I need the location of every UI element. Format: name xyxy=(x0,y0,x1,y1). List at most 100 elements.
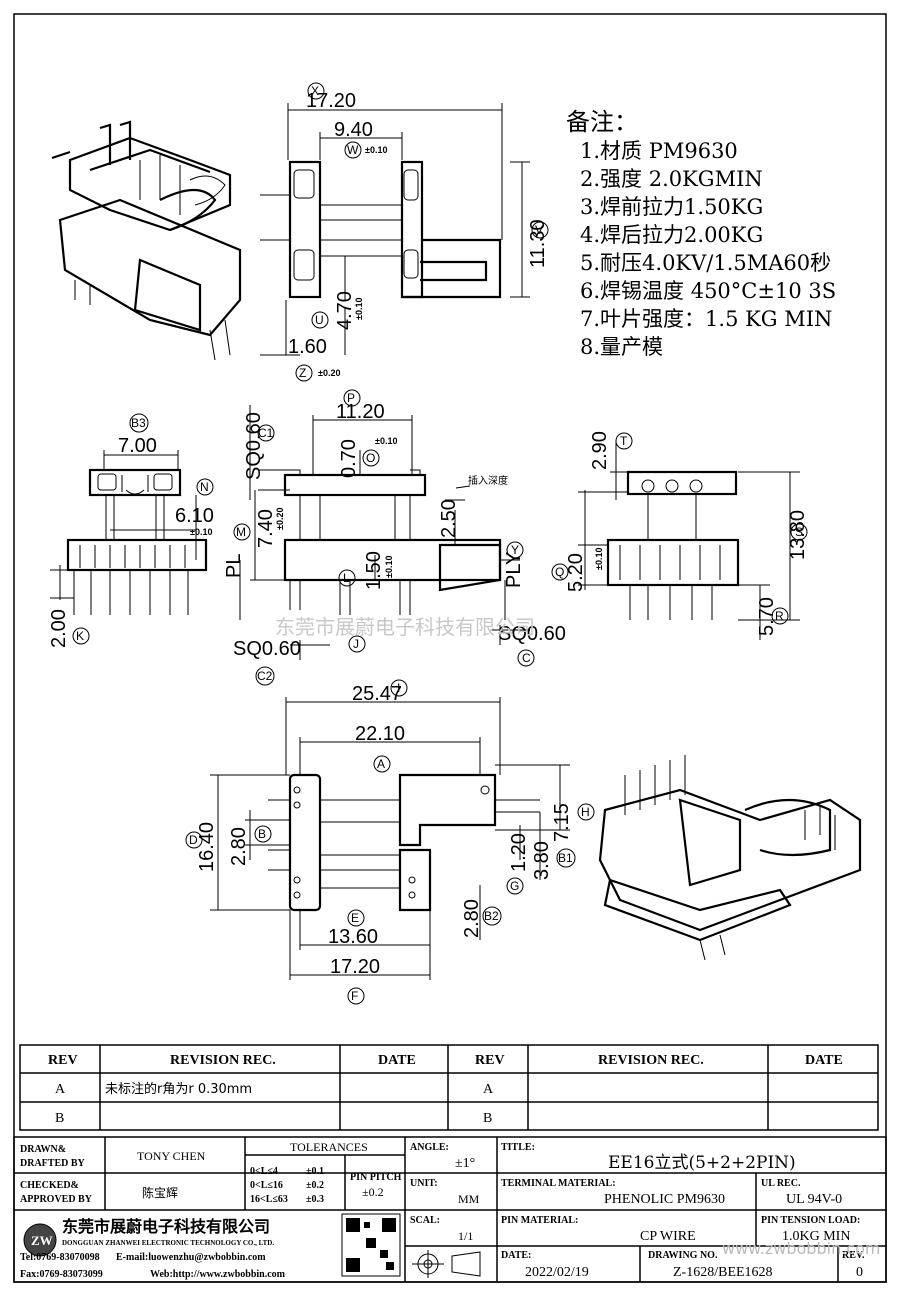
tag-x-text: X xyxy=(311,84,319,98)
unit-value: MM xyxy=(458,1192,480,1206)
tag-i-text: I xyxy=(397,681,400,695)
tol-u: ±0.10 xyxy=(354,298,364,320)
note-4: 4.焊后拉力2.00KG xyxy=(580,223,763,247)
rev-row-b: B xyxy=(55,1111,64,1126)
tol-value-1: ±0.1 xyxy=(306,1166,324,1177)
tag-h-text: H xyxy=(581,805,590,819)
rev-value: 0 xyxy=(856,1265,863,1280)
dim-g: 1.20 xyxy=(508,833,530,872)
tol-range-2: 0<L≤16 xyxy=(250,1180,283,1191)
tol-n: ±0.10 xyxy=(190,527,212,537)
tag-m-text: M xyxy=(236,525,246,539)
rev-header-2: REV xyxy=(475,1053,505,1068)
tol-l: ±0.10 xyxy=(384,556,394,578)
tag-b xyxy=(254,825,272,843)
tag-e-text: E xyxy=(351,911,359,925)
dim-l: 1.50 xyxy=(363,551,385,590)
terminal-value: PHENOLIC PM9630 xyxy=(604,1192,725,1207)
dim-t: 2.90 xyxy=(589,431,611,470)
rec-row-a: 未标注的r角为r 0.30mm xyxy=(105,1081,252,1097)
iso-view-top xyxy=(51,120,242,361)
date-header-2: DATE xyxy=(805,1053,843,1068)
angle-value: ±1° xyxy=(455,1156,475,1171)
tag-z-text: Z xyxy=(299,366,306,380)
title-value: EE16立式(5+2+2PIN) xyxy=(608,1153,796,1173)
tol-w: ±0.10 xyxy=(365,145,387,155)
note-2: 2.强度 2.0KGMIN xyxy=(580,167,763,191)
pin-tension-label: PIN TENSION LOAD: xyxy=(761,1215,860,1226)
tol-range-1: 0<L≤4 xyxy=(250,1166,278,1177)
tag-k xyxy=(72,627,90,645)
tag-b1-text: B1 xyxy=(558,851,573,865)
rev-row-a: A xyxy=(55,1082,66,1097)
tag-q xyxy=(551,563,569,581)
watermark-url: www.zwbobbin.com xyxy=(722,1239,880,1258)
dim-b1: 3.80 xyxy=(531,841,553,880)
tol-value-2: ±0.2 xyxy=(306,1180,324,1191)
tag-p-text: P xyxy=(347,391,355,405)
tag-b3-text: B3 xyxy=(131,416,146,430)
tol-z: ±0.20 xyxy=(318,368,340,378)
tag-c-text: C xyxy=(522,651,531,665)
insert-depth-label: 插入深度 xyxy=(468,474,508,487)
tolerances-label: TOLERANCES xyxy=(290,1140,368,1154)
tag-r-text: R xyxy=(775,609,784,623)
dim-p: 11.20 xyxy=(336,401,385,423)
dim-w: 9.40 xyxy=(334,119,373,141)
rev2-row-a: A xyxy=(483,1082,494,1097)
dim-k: 2.00 xyxy=(48,609,70,648)
tag-u xyxy=(311,311,329,329)
drawing-no-label: DRAWING NO. xyxy=(648,1250,718,1261)
fax: Fax:0769-83073099 xyxy=(20,1269,103,1280)
tag-l xyxy=(338,569,356,587)
tag-d xyxy=(185,831,203,849)
rev-label: REV. xyxy=(842,1250,865,1261)
tag-i xyxy=(390,679,408,697)
tag-a-text: A xyxy=(377,757,385,771)
note-3: 3.焊前拉力1.50KG xyxy=(580,195,763,219)
tol-q: ±0.10 xyxy=(594,548,604,570)
tag-n-text: N xyxy=(200,480,209,494)
dim-a: 22.10 xyxy=(355,723,405,745)
tag-b-text: B xyxy=(258,827,266,841)
tag-w-text: W xyxy=(347,143,359,157)
tag-t xyxy=(615,432,633,450)
checked-label-2: APPROVED BY xyxy=(20,1194,93,1205)
notes-heading: 备注： xyxy=(566,108,638,136)
drawn-label-1: DRAWN& xyxy=(20,1144,66,1155)
company-name-en: DONGGUAN ZHANWEI ELECTRONIC TECHNOLOGY C… xyxy=(62,1239,274,1247)
tag-v-text: V xyxy=(535,223,543,237)
pin-tension-value: 1.0KG MIN xyxy=(782,1229,850,1244)
drawing-no-value: Z-1628/BEE1628 xyxy=(673,1265,773,1280)
tag-m xyxy=(233,523,251,541)
dim-o: 0.70 xyxy=(338,439,360,478)
dim-q: 5.20 xyxy=(565,553,587,592)
tag-k-text: K xyxy=(76,629,84,643)
dim-b: 2.80 xyxy=(228,827,250,866)
dim-e: 13.60 xyxy=(328,926,378,948)
web: Web:http://www.zwbobbin.com xyxy=(150,1269,286,1280)
dim-c1: SQ0.60 xyxy=(243,412,265,480)
tag-x xyxy=(307,82,325,100)
terminal-label: TERMINAL MATERIAL: xyxy=(501,1178,616,1189)
angle-label: ANGLE: xyxy=(410,1142,449,1153)
tag-l-text: L xyxy=(343,571,350,585)
tag-j-text: J xyxy=(353,637,359,651)
top-view xyxy=(260,103,530,356)
tag-q-text: Q xyxy=(555,565,564,579)
dim-r: 5.70 xyxy=(756,597,778,636)
tol-o: ±0.10 xyxy=(375,436,397,446)
unit-label: UNIT: xyxy=(410,1178,438,1189)
date-label: DATE: xyxy=(501,1250,531,1261)
tag-d-text: D xyxy=(189,833,198,847)
rec-header-1: REVISION REC. xyxy=(170,1053,276,1068)
checked-value: 陈宝辉 xyxy=(142,1185,178,1200)
tag-v xyxy=(531,221,549,239)
side-view-right xyxy=(578,440,800,640)
company-logo: ZW xyxy=(31,1233,53,1248)
dim-c2: SQ0.60 xyxy=(233,638,301,660)
tol-range-3: 16<L≤63 xyxy=(250,1194,288,1205)
tag-j xyxy=(348,635,366,653)
pin-material-value: CP WIRE xyxy=(640,1229,696,1244)
